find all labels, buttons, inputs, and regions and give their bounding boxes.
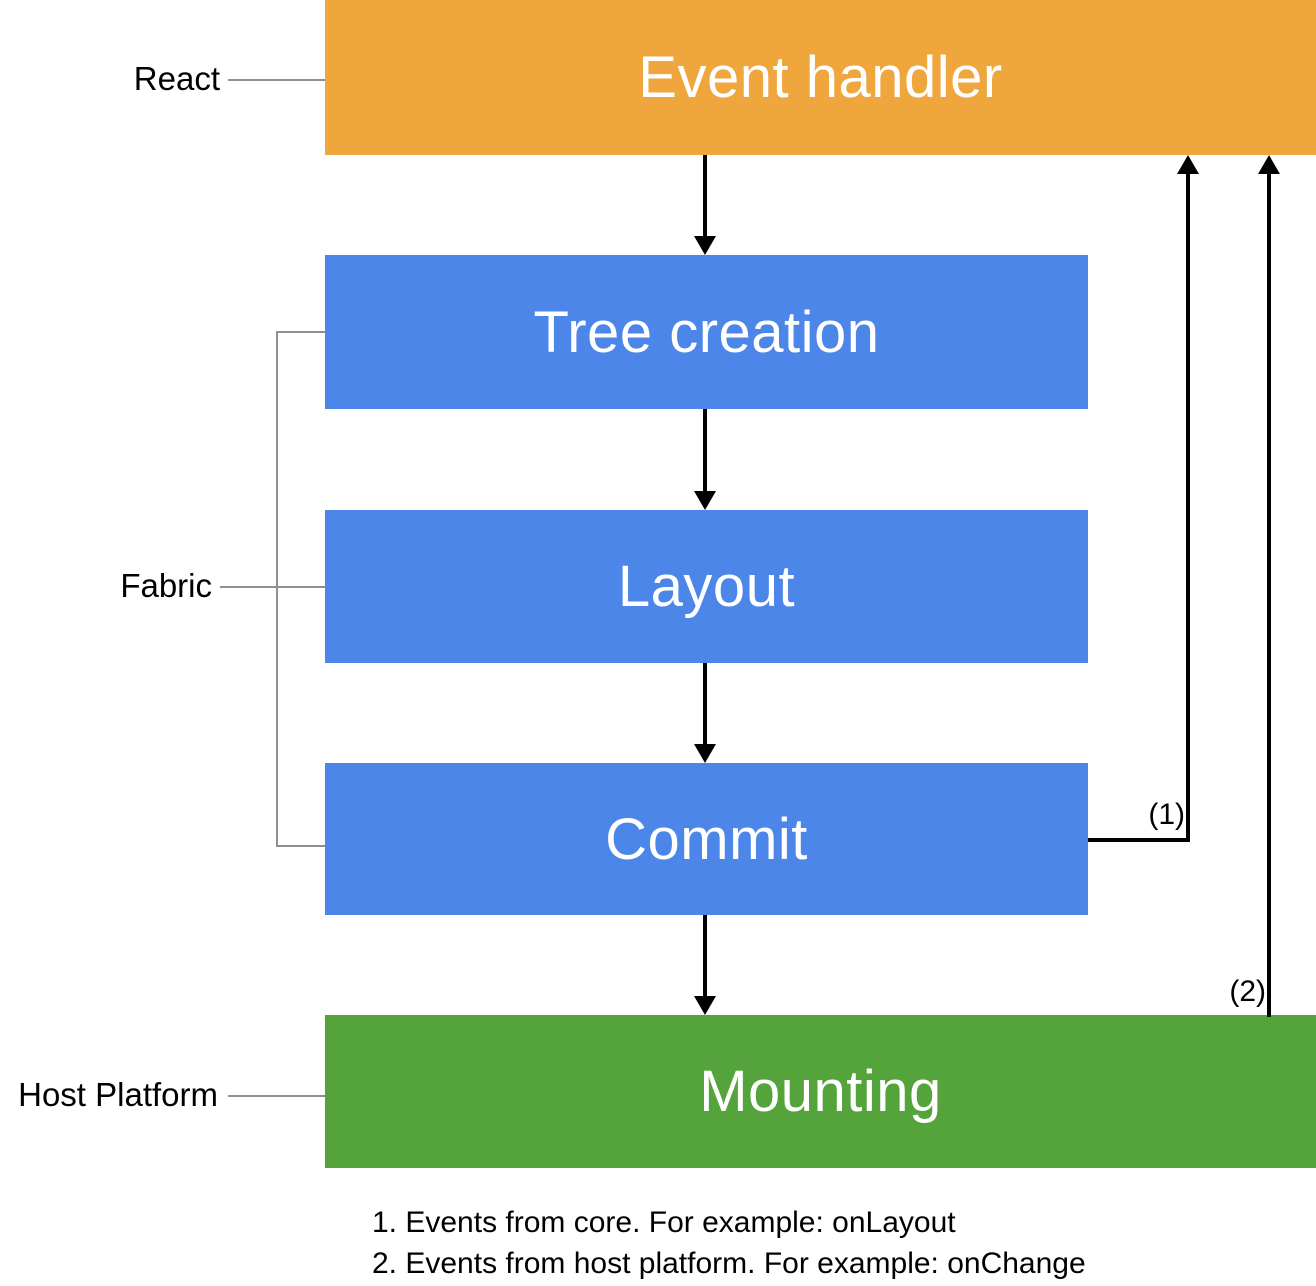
fabric-bracket-bottom xyxy=(276,845,325,847)
react-connector-line xyxy=(228,79,325,81)
node-commit: Commit xyxy=(325,763,1088,915)
arrow-commit-feedback-head xyxy=(1177,155,1199,174)
node-tree-creation: Tree creation xyxy=(325,255,1088,409)
arrow-commit-to-mounting-head xyxy=(694,996,716,1015)
arrow-commit-to-mounting-line xyxy=(703,915,707,998)
arrow-label-1: (1) xyxy=(1148,798,1185,831)
arrow-layout-to-commit-head xyxy=(694,744,716,763)
arrow-layout-to-commit-line xyxy=(703,663,707,746)
fabric-connector-line xyxy=(220,586,325,588)
side-label-fabric: Fabric xyxy=(120,567,212,604)
side-label-react: React xyxy=(133,60,220,97)
host-platform-connector-line xyxy=(228,1095,325,1097)
side-label-host-platform: Host Platform xyxy=(18,1076,218,1113)
arrow-event-to-tree-line xyxy=(703,155,707,238)
footnote-1: 1. Events from core. For example: onLayo… xyxy=(372,1206,956,1239)
node-event-handler: Event handler xyxy=(325,0,1316,155)
node-tree-creation-label: Tree creation xyxy=(533,299,880,365)
arrow-commit-feedback-vertical xyxy=(1186,170,1190,842)
footnote-2: 2. Events from host platform. For exampl… xyxy=(372,1247,1086,1280)
fabric-bracket-top xyxy=(276,331,325,333)
arrow-event-to-tree-head xyxy=(694,236,716,255)
node-layout-label: Layout xyxy=(617,554,796,619)
arrow-tree-to-layout-head xyxy=(694,491,716,510)
arrow-mounting-feedback-head xyxy=(1258,155,1280,174)
arrow-label-2: (2) xyxy=(1229,975,1266,1008)
arrow-commit-feedback-horizontal xyxy=(1088,838,1190,842)
node-layout: Layout xyxy=(325,510,1088,663)
node-commit-label: Commit xyxy=(605,806,808,872)
arrow-mounting-feedback-vertical xyxy=(1267,170,1271,1017)
arrow-tree-to-layout-line xyxy=(703,409,707,493)
fabric-bracket-vertical xyxy=(276,331,278,847)
footnotes: 1. Events from core. For example: onLayo… xyxy=(372,1202,1086,1284)
node-mounting: Mounting xyxy=(325,1015,1316,1168)
node-event-handler-label: Event handler xyxy=(638,45,1003,110)
node-mounting-label: Mounting xyxy=(699,1059,942,1124)
